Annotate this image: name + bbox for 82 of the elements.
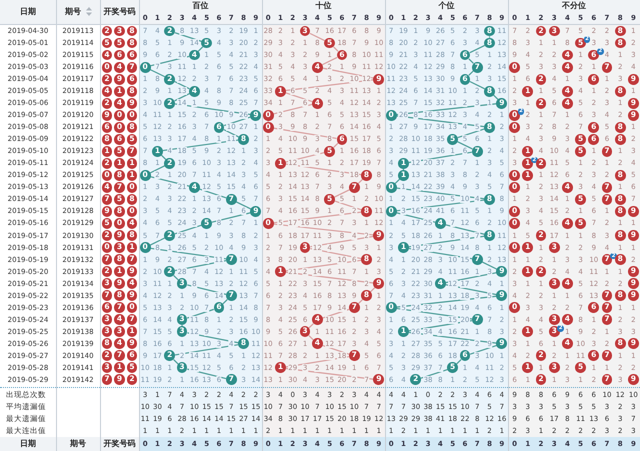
trend-line (408, 236, 484, 248)
trend-line (322, 68, 374, 79)
column-header: 开奖号码 (102, 6, 136, 18)
trend-line (174, 93, 190, 102)
trend-line (273, 128, 337, 139)
trend-line (308, 335, 314, 340)
trend-line (470, 44, 485, 54)
trend-line (493, 94, 498, 100)
trend-line (173, 359, 179, 364)
trend-line (396, 103, 497, 116)
trend-line (187, 308, 214, 319)
trend-line (394, 178, 400, 184)
trend-line (236, 201, 252, 210)
trend-line (150, 68, 166, 78)
trend-line (445, 224, 484, 235)
trend-line (396, 296, 497, 308)
column-header: 开奖号码 (102, 438, 136, 450)
trend-line (468, 58, 474, 64)
trend-line (488, 36, 490, 38)
trend-line (286, 368, 374, 380)
trend-line (187, 284, 226, 295)
trend-line (334, 189, 350, 198)
trend-line (470, 80, 485, 90)
trend-line (198, 46, 204, 52)
section-header: 十位 (314, 0, 332, 12)
trend-line (322, 344, 350, 355)
trend-line (446, 284, 497, 296)
trend-line (222, 299, 228, 304)
trend-line (458, 128, 485, 138)
trend-line (150, 176, 190, 187)
trend-line (181, 325, 183, 326)
trend-line (174, 32, 202, 42)
trend-line (173, 274, 179, 280)
trend-line (199, 188, 226, 198)
trend-line (150, 248, 226, 260)
trend-line (273, 212, 362, 224)
trend-line (468, 70, 474, 76)
column-header: 日期 (19, 6, 37, 18)
trend-line (285, 92, 312, 102)
column-header: 期号 (64, 6, 82, 18)
trend-line (212, 212, 251, 223)
trend-line (333, 142, 338, 148)
trend-line (286, 272, 374, 284)
trend-line (358, 299, 364, 304)
trend-line (457, 141, 473, 150)
trend-line (334, 200, 362, 210)
trend-line (174, 80, 190, 90)
trend-line (150, 237, 166, 246)
column-header: 期号 (69, 438, 87, 450)
trend-line (322, 56, 338, 66)
trend-line (273, 223, 374, 236)
trend-line (396, 115, 484, 128)
trend-line (175, 103, 251, 116)
trend-line (224, 116, 251, 126)
trend-line (160, 154, 166, 160)
trend-line (174, 344, 238, 356)
trend-line (174, 224, 202, 234)
trend-line (456, 359, 462, 364)
trend-line (402, 168, 404, 170)
trend-line (286, 152, 325, 163)
trend-line (150, 56, 190, 66)
trend-line (420, 368, 448, 379)
trend-line (224, 129, 239, 138)
trend-line (396, 212, 436, 223)
trend-line (396, 200, 484, 212)
trend-line (150, 165, 166, 174)
trend-line (322, 308, 350, 319)
section-header: 不分位 (561, 0, 587, 12)
column-header: 日期 (19, 438, 37, 450)
trend-line (310, 32, 326, 42)
trend-line (286, 260, 362, 272)
trend-line (470, 344, 497, 355)
trend-line (273, 104, 312, 115)
trend-line (370, 287, 376, 292)
trend-line (187, 368, 226, 380)
trend-line (482, 261, 498, 270)
trend-line (333, 46, 338, 52)
trend-line (187, 332, 238, 344)
trend-line (308, 323, 314, 328)
section-header: 个位 (438, 0, 456, 12)
trend-line (358, 178, 364, 184)
section-header: 百位 (192, 0, 210, 12)
